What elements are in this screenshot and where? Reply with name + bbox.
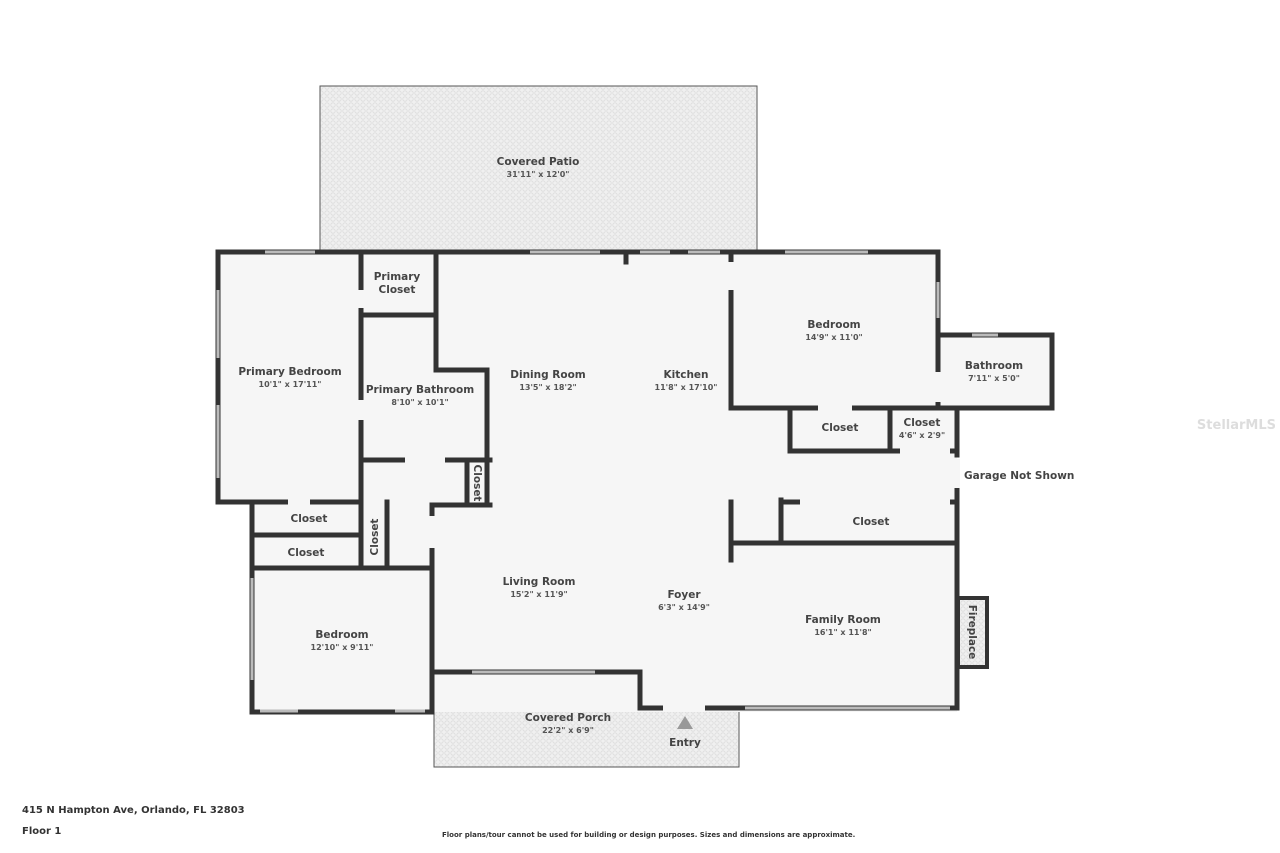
room-label: Closet xyxy=(822,422,859,434)
room-dims: 13'5" x 18'2" xyxy=(519,383,576,392)
room-label: Closet xyxy=(288,547,325,559)
room-label: Closet xyxy=(853,516,890,528)
windows xyxy=(216,250,998,713)
address: 415 N Hampton Ave, Orlando, FL 32803 xyxy=(22,805,245,816)
room-label: Closet xyxy=(471,465,483,502)
room-label: Closet xyxy=(904,417,941,429)
room-label: Family Room xyxy=(805,614,881,626)
room-label: Closet xyxy=(369,519,381,556)
room-dims: 10'1" x 17'11" xyxy=(259,380,322,389)
watermark: StellarMLS xyxy=(1196,418,1276,433)
room-label: Foyer xyxy=(667,589,701,601)
room-label: Covered Porch xyxy=(525,712,611,724)
room-label: Primary Bedroom xyxy=(238,366,341,378)
room-label: Kitchen xyxy=(663,369,708,381)
room-label: Primary Bathroom xyxy=(366,384,474,396)
room-label: Fireplace xyxy=(966,605,978,660)
entry-arrow-icon xyxy=(677,716,693,729)
room-dims: 15'2" x 11'9" xyxy=(510,590,567,599)
room-label: Covered Patio xyxy=(497,156,580,168)
room-label: Closet xyxy=(291,513,328,525)
room-dims: 4'6" x 2'9" xyxy=(899,431,945,440)
room-dims: 6'3" x 14'9" xyxy=(658,603,710,612)
room-label: Bathroom xyxy=(965,360,1023,372)
disclaimer: Floor plans/tour cannot be used for buil… xyxy=(442,831,856,839)
room-label: Garage Not Shown xyxy=(964,470,1074,482)
room-label: Living Room xyxy=(503,576,576,588)
covered-patio xyxy=(319,85,758,253)
room-dims: 22'2" x 6'9" xyxy=(542,726,594,735)
room-dims: 11'8" x 17'10" xyxy=(655,383,718,392)
room-label: Bedroom xyxy=(807,319,860,331)
floor-label: Floor 1 xyxy=(22,826,62,837)
floor-area xyxy=(218,252,1052,712)
room-label: Dining Room xyxy=(510,369,586,381)
fireplace xyxy=(956,596,989,669)
room-label: Closet xyxy=(379,284,416,296)
room-dims: 8'10" x 10'1" xyxy=(391,398,448,407)
room-label: Entry xyxy=(669,737,701,749)
room-dims: 16'1" x 11'8" xyxy=(814,628,871,637)
room-label: Bedroom xyxy=(315,629,368,641)
room-dims: 31'11" x 12'0" xyxy=(507,170,570,179)
room-dims: 12'10" x 9'11" xyxy=(311,643,374,652)
room-label: Primary xyxy=(374,271,421,283)
doors xyxy=(288,262,960,711)
room-dims: 7'11" x 5'0" xyxy=(968,374,1020,383)
room-dims: 14'9" x 11'0" xyxy=(805,333,862,342)
